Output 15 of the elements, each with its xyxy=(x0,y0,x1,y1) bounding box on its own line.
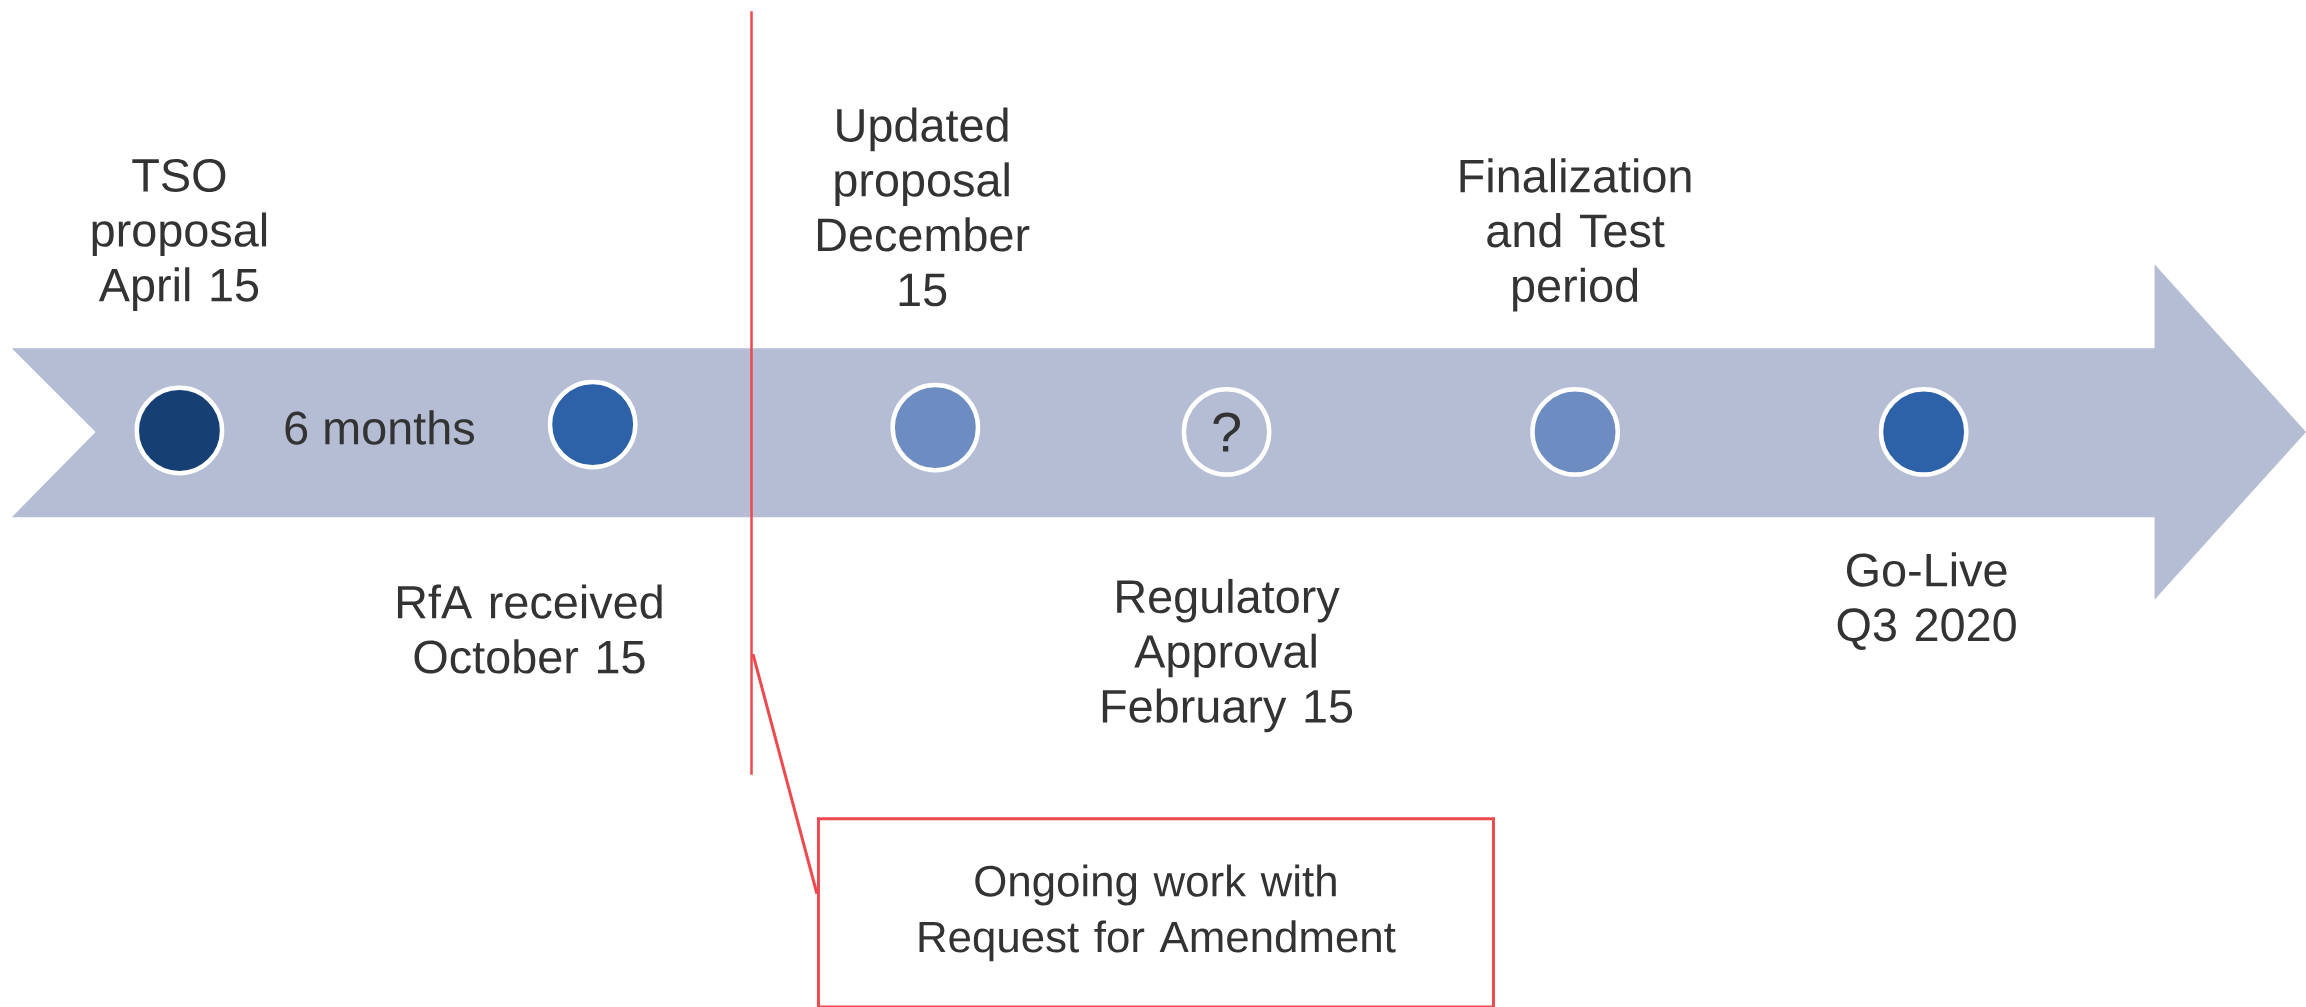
milestone-circle xyxy=(1530,387,1620,477)
milestone-label: RfA received October 15 xyxy=(397,584,662,674)
duration-label: 6 months xyxy=(285,410,474,445)
leader-line xyxy=(751,653,819,895)
milestone-circle xyxy=(890,382,981,473)
milestone-circle xyxy=(1878,387,1969,477)
milestone-label: Finalization and Test period xyxy=(1460,158,1691,312)
milestone-label: Go-Live Q3 2020 xyxy=(1837,552,2016,650)
milestone-circle xyxy=(547,379,638,470)
milestone-label: Regulatory Approval February 15 xyxy=(1102,578,1353,733)
note-box: Ongoing work with Request for Amendment xyxy=(816,817,1495,1007)
marker-line xyxy=(750,11,753,775)
milestone-circle xyxy=(134,385,225,476)
milestone-label: TSO proposal April 15 xyxy=(92,158,267,311)
milestone-label: Updated proposal December 15 xyxy=(817,107,1030,307)
